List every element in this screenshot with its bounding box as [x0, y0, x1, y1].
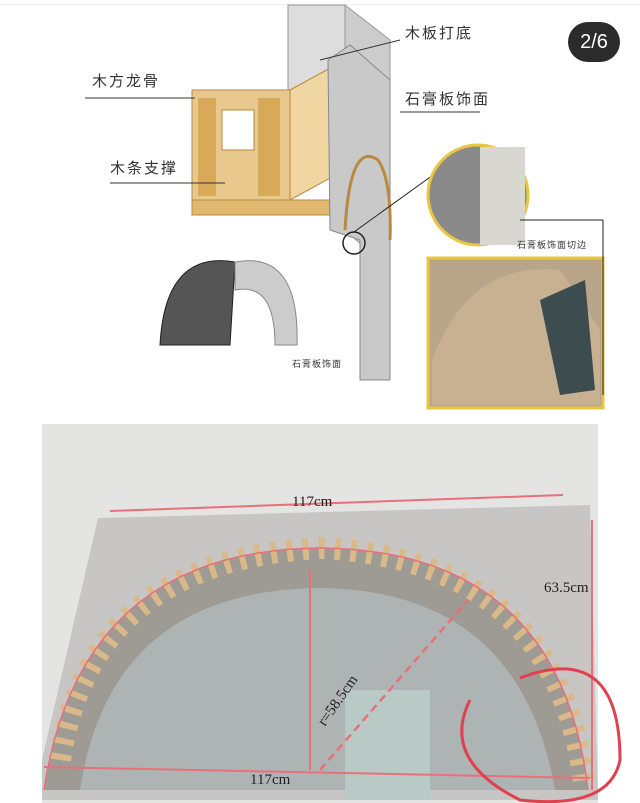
label-gypsum-facing: 石膏板饰面: [405, 90, 491, 108]
dimension-radius: r=58.5cm: [315, 672, 362, 730]
image-counter-badge[interactable]: 2/6: [568, 22, 620, 62]
label-wood-keel: 木方龙骨: [92, 72, 161, 90]
dimension-top-width: 117cm: [292, 494, 333, 510]
label-wood-board-base: 木板打底: [405, 24, 474, 42]
strip-arch: [159, 260, 236, 346]
dimension-side-height: 63.5cm: [544, 580, 589, 596]
label-gypsum-edge-cut: 石膏板饰面切边: [517, 241, 588, 251]
label-wood-strip-support: 木条支撑: [110, 159, 179, 177]
wood-keel-frame: [191, 59, 346, 216]
arch-construction-diagram: [85, 3, 605, 410]
dimension-bottom-width: 117cm: [250, 772, 291, 788]
label-gypsum-facing-small: 石膏板饰面: [292, 360, 343, 370]
